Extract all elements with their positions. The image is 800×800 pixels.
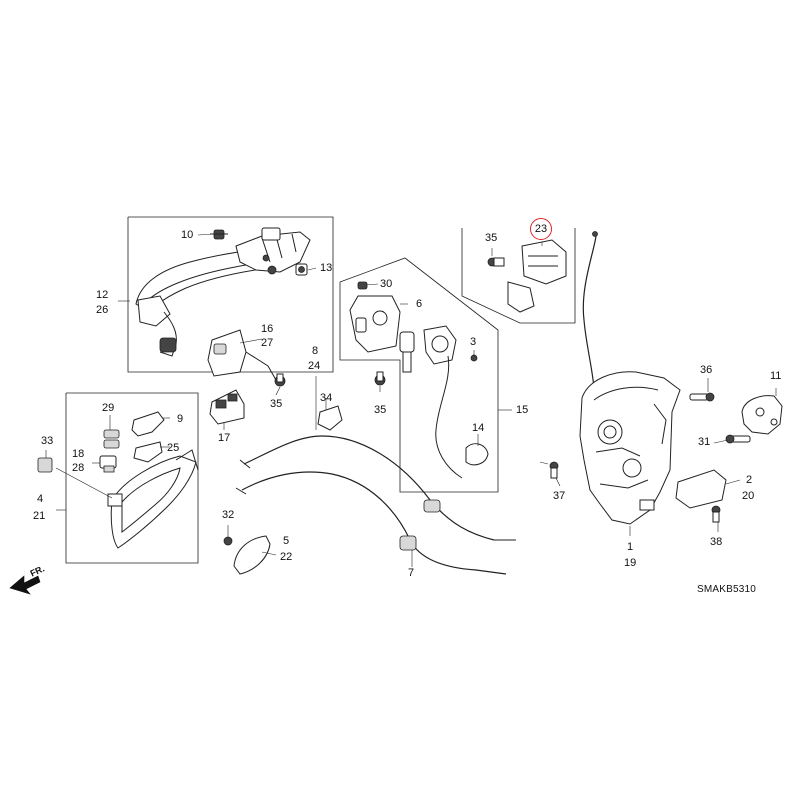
callout-19: 19 bbox=[624, 557, 637, 569]
bolt-36 bbox=[689, 392, 715, 402]
screw-35-right bbox=[487, 257, 505, 267]
rod bbox=[582, 231, 598, 389]
screw-30 bbox=[357, 281, 368, 290]
bolt-35-left bbox=[274, 373, 286, 387]
callout-7: 7 bbox=[408, 567, 415, 579]
diagram-code: SMAKB5310 bbox=[697, 584, 757, 595]
callout-9: 9 bbox=[177, 413, 184, 425]
callout-14: 14 bbox=[472, 422, 485, 434]
cover-2-20 bbox=[675, 469, 727, 509]
callout-35-mid: 35 bbox=[374, 404, 387, 416]
clip-9 bbox=[131, 411, 165, 437]
clip-14 bbox=[465, 443, 489, 466]
callout-37: 37 bbox=[553, 490, 566, 502]
front-arrow bbox=[9, 575, 41, 595]
callout-3: 3 bbox=[470, 336, 477, 348]
clip-34 bbox=[317, 405, 343, 431]
clip-10 bbox=[210, 229, 228, 240]
callout-35-right: 35 bbox=[485, 232, 498, 244]
callout-36: 36 bbox=[700, 364, 713, 376]
latch-assembly bbox=[579, 371, 681, 525]
bracket-6 bbox=[349, 295, 401, 353]
group-box-outer-handle bbox=[127, 216, 334, 373]
callout-13: 13 bbox=[320, 262, 333, 274]
callout-15: 15 bbox=[516, 404, 529, 416]
callout-16: 16 bbox=[261, 323, 274, 335]
group-box-cylinder bbox=[339, 257, 499, 493]
cap-33 bbox=[37, 457, 53, 473]
handle-base-16-27 bbox=[207, 329, 277, 381]
callout-8: 8 bbox=[312, 345, 319, 357]
cylinder-assembly bbox=[399, 325, 463, 479]
callout-18: 18 bbox=[72, 448, 85, 460]
inner-handle-assembly bbox=[107, 449, 199, 549]
group-box-rod-protector bbox=[461, 228, 576, 324]
callout-5: 5 bbox=[283, 535, 290, 547]
screw-31 bbox=[725, 434, 751, 444]
cable-7 bbox=[235, 471, 507, 575]
striker-11 bbox=[741, 395, 783, 435]
cable-8-24 bbox=[239, 435, 516, 541]
callout-26: 26 bbox=[96, 304, 109, 316]
pads-29 bbox=[103, 429, 120, 449]
callout-34: 34 bbox=[320, 392, 333, 404]
callout-38: 38 bbox=[710, 536, 723, 548]
callout-10: 10 bbox=[181, 229, 194, 241]
callout-28: 28 bbox=[72, 462, 85, 474]
callout-22: 22 bbox=[280, 551, 293, 563]
callout-21: 21 bbox=[33, 510, 46, 522]
bolt-35-mid bbox=[374, 371, 386, 386]
callout-1: 1 bbox=[627, 541, 634, 553]
callout-24: 24 bbox=[308, 360, 321, 372]
screw-38 bbox=[711, 505, 721, 523]
screw-32 bbox=[223, 536, 233, 546]
callout-12: 12 bbox=[96, 289, 109, 301]
callout-17: 17 bbox=[218, 432, 231, 444]
callout-25: 25 bbox=[167, 442, 180, 454]
cap-5-22 bbox=[233, 535, 271, 575]
callout-4: 4 bbox=[37, 493, 44, 505]
clip-18-28 bbox=[99, 455, 117, 473]
callout-29: 29 bbox=[102, 402, 115, 414]
cover-17 bbox=[209, 389, 245, 425]
clip-25 bbox=[133, 441, 163, 463]
nut-13 bbox=[295, 263, 308, 276]
callout-32: 32 bbox=[222, 509, 235, 521]
rod-protector-23 bbox=[507, 239, 567, 313]
callout-20: 20 bbox=[742, 490, 755, 502]
outer-handle-assembly bbox=[135, 227, 311, 357]
leader-lines bbox=[45, 233, 777, 567]
callout-31: 31 bbox=[698, 436, 711, 448]
callout-35-left: 35 bbox=[270, 398, 283, 410]
callout-6: 6 bbox=[416, 298, 423, 310]
callout-23-highlighted[interactable]: 23 bbox=[530, 218, 552, 240]
callout-11: 11 bbox=[770, 370, 782, 382]
callout-2: 2 bbox=[746, 474, 753, 486]
screw-37 bbox=[549, 461, 559, 479]
callout-27: 27 bbox=[261, 337, 274, 349]
callout-30: 30 bbox=[380, 278, 393, 290]
callout-33: 33 bbox=[41, 435, 54, 447]
group-box-inner-handle bbox=[65, 392, 199, 564]
